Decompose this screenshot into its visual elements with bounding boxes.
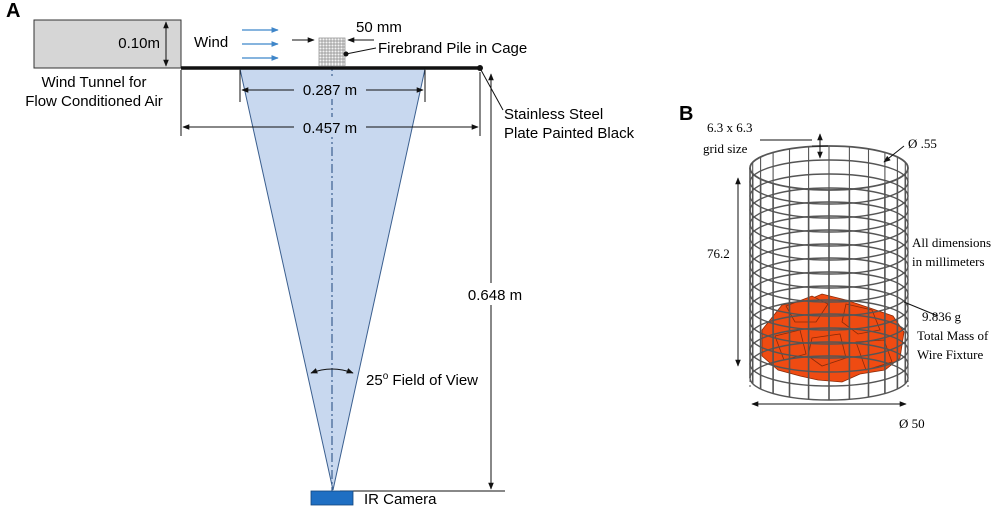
height-label-bg [460,283,524,305]
cage-label-leader [345,47,377,55]
fov-angle-arc [310,368,354,374]
grid-size-line1: 6.3 x 6.3 [707,120,753,135]
fov-angle-degree: o [383,371,389,382]
panel-a-label: A [6,0,20,22]
wire-diameter-leader [883,145,905,163]
panel-b: B 6.3 x 6.3 grid size Ø .55 76.2 [679,103,991,431]
fov-width-label: 0.287 m [303,82,357,99]
mass-line3: Wire Fixture [917,347,983,362]
units-line1: All dimensions [912,235,991,250]
cage-label-dot [343,51,349,57]
cage-diameter-label: Ø 50 [899,416,925,431]
wire-diameter-label: Ø .55 [908,136,937,151]
cage-size-label: 50 mm [356,19,402,36]
plate-label-line1: Stainless Steel [504,106,603,123]
fov-angle-text: 25o Field of View [366,371,478,389]
tunnel-label-line1: Wind Tunnel for [41,74,146,91]
panel-b-label: B [679,103,693,125]
duct-height-label: 0.10m [118,35,160,52]
plate-width-label-bg [294,117,366,137]
mass-line2: Total Mass of [917,328,989,343]
tunnel-label-line2: Flow Conditioned Air [25,93,163,110]
cage-height-label: 76.2 [707,246,730,261]
wire-cage [749,145,909,401]
wind-arrows [242,27,279,61]
cage-grid [318,37,346,67]
fov-angle-caption: Field of View [388,372,478,389]
plate-label-line2: Plate Painted Black [504,125,635,142]
wind-label: Wind [194,34,228,51]
height-label: 0.648 m [468,287,522,304]
panel-a: A 0.10m Wind 5 [6,0,635,508]
fov-angle-value: 25 [366,372,383,389]
ir-camera-label: IR Camera [364,491,437,508]
units-line2: in millimeters [912,254,985,269]
ir-camera [310,490,354,506]
plate-width-label: 0.457 m [303,120,357,137]
wind-tunnel-duct [33,19,182,69]
grid-size-line2: grid size [703,141,748,156]
cage-dotted-outline [749,180,909,390]
cage-label: Firebrand Pile in Cage [378,40,527,57]
fov-width-label-bg [294,79,366,99]
plate-label-leader [480,69,504,111]
plate-edge-marker [477,65,483,71]
mass-leader [903,301,939,317]
mass-line1: 9.836 g [922,309,962,324]
